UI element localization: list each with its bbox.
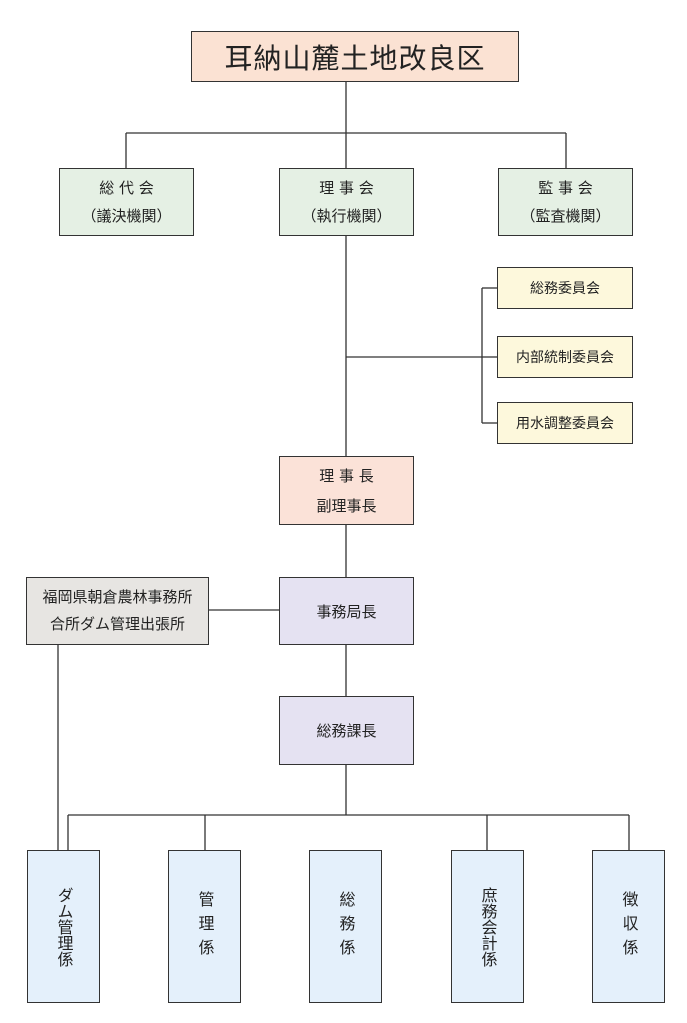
committee-general-affairs: 総務委員会: [497, 267, 633, 309]
vice-chairman-label: 副理事長: [316, 496, 377, 515]
committee-label: 用水調整委員会: [516, 416, 614, 432]
auditors-role: （監査機関）: [520, 207, 611, 225]
auditors-box: 監 事 会 （監査機関）: [498, 168, 633, 236]
secretary-general-box: 事務局長: [279, 577, 414, 645]
board-of-directors-role: （執行機関）: [301, 207, 392, 225]
org-title-text: 耳納山麓土地改良区: [224, 41, 486, 75]
chairman-box: 理 事 長 副理事長: [279, 456, 414, 525]
secretary-general-label: 事務局長: [316, 602, 377, 621]
section-label: 総務係: [336, 890, 356, 963]
general-assembly-box: 総 代 会 （議決機関）: [59, 168, 194, 236]
section-management: 管理係: [168, 850, 241, 1003]
auditors-name: 監 事 会: [538, 179, 593, 197]
committee-label: 総務委員会: [530, 281, 600, 297]
section-general-affairs: 総務係: [309, 850, 382, 1003]
external-office-line2: 合所ダム管理出張所: [49, 615, 185, 633]
section-collection: 徴収係: [592, 850, 665, 1003]
external-office-line1: 福岡県朝倉農林事務所: [42, 588, 193, 606]
committee-water-adjustment: 用水調整委員会: [497, 402, 633, 444]
general-assembly-role: （議決機関）: [81, 207, 172, 225]
section-label: 庶務会計係: [478, 886, 498, 967]
external-office-box: 福岡県朝倉農林事務所 合所ダム管理出張所: [26, 577, 209, 645]
section-label: 徴収係: [619, 890, 639, 963]
committee-label: 内部統制委員会: [516, 350, 614, 366]
general-affairs-manager-box: 総務課長: [279, 696, 414, 765]
general-assembly-name: 総 代 会: [99, 179, 154, 197]
section-label: 管理係: [195, 890, 215, 963]
section-dam-management: ダム管理係: [27, 850, 100, 1003]
chairman-label: 理 事 長: [319, 466, 374, 485]
board-of-directors-name: 理 事 会: [319, 179, 374, 197]
org-title: 耳納山麓土地改良区: [191, 31, 519, 82]
section-label: ダム管理係: [54, 886, 74, 967]
section-accounting: 庶務会計係: [451, 850, 524, 1003]
board-of-directors-box: 理 事 会 （執行機関）: [279, 168, 414, 236]
committee-internal-control: 内部統制委員会: [497, 336, 633, 378]
general-affairs-manager-label: 総務課長: [316, 722, 377, 740]
